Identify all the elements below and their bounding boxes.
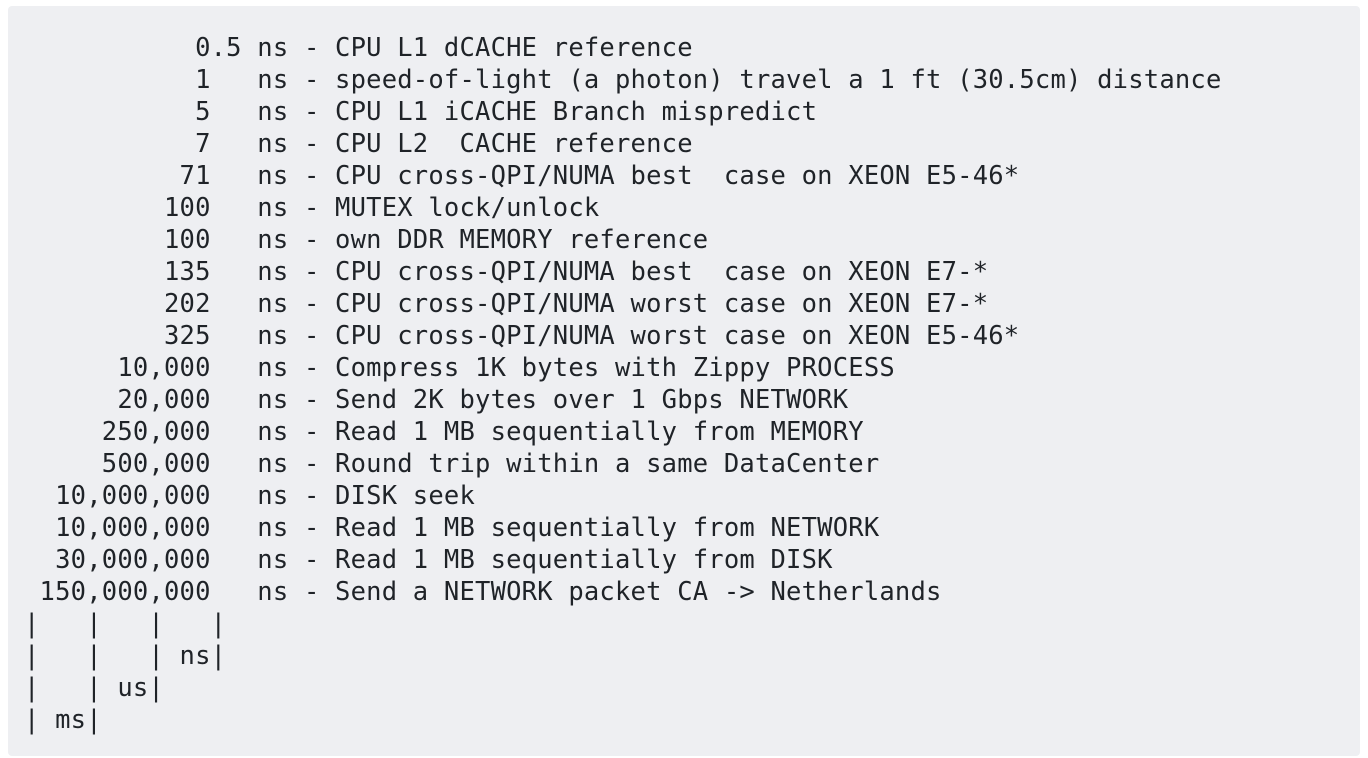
- latency-line-read-memory: 250,000 ns - Read 1 MB sequentially from…: [24, 417, 864, 447]
- latency-line-disk-seek: 10,000,000 ns - DISK seek: [24, 481, 476, 511]
- latency-table: 0.5 ns - CPU L1 dCACHE reference 1 ns - …: [8, 32, 1360, 736]
- unit-guide-us: | | us|: [24, 673, 164, 703]
- latency-line-l2-cache: 7 ns - CPU L2 CACHE reference: [24, 129, 693, 159]
- latency-line-speed-of-light: 1 ns - speed-of-light (a photon) travel …: [24, 65, 1222, 95]
- unit-guide-line: | | | |: [24, 609, 227, 639]
- latency-line-branch-mispredict: 5 ns - CPU L1 iCACHE Branch mispredict: [24, 97, 818, 127]
- latency-line-read-network: 10,000,000 ns - Read 1 MB sequentially f…: [24, 513, 880, 543]
- latency-line-ddr-memory: 100 ns - own DDR MEMORY reference: [24, 225, 709, 255]
- latency-line-send-2k: 20,000 ns - Send 2K bytes over 1 Gbps NE…: [24, 385, 849, 415]
- latency-line-network-packet: 150,000,000 ns - Send a NETWORK packet C…: [24, 577, 942, 607]
- latency-line-read-disk: 30,000,000 ns - Read 1 MB sequentially f…: [24, 545, 833, 575]
- latency-line-qpi-best-e7: 135 ns - CPU cross-QPI/NUMA best case on…: [24, 257, 989, 287]
- latency-line-l1-dcache: 0.5 ns - CPU L1 dCACHE reference: [24, 33, 693, 63]
- latency-line-compress: 10,000 ns - Compress 1K bytes with Zippy…: [24, 353, 895, 383]
- latency-line-qpi-worst-e5: 325 ns - CPU cross-QPI/NUMA worst case o…: [24, 321, 1020, 351]
- latency-line-qpi-best-e5: 71 ns - CPU cross-QPI/NUMA best case on …: [24, 161, 1020, 191]
- code-block: 0.5 ns - CPU L1 dCACHE reference 1 ns - …: [8, 6, 1360, 756]
- unit-guide-ms: | ms|: [24, 705, 102, 735]
- latency-line-round-trip: 500,000 ns - Round trip within a same Da…: [24, 449, 880, 479]
- unit-guide-ns: | | | ns|: [24, 641, 227, 671]
- latency-line-mutex: 100 ns - MUTEX lock/unlock: [24, 193, 600, 223]
- latency-line-qpi-worst-e7: 202 ns - CPU cross-QPI/NUMA worst case o…: [24, 289, 989, 319]
